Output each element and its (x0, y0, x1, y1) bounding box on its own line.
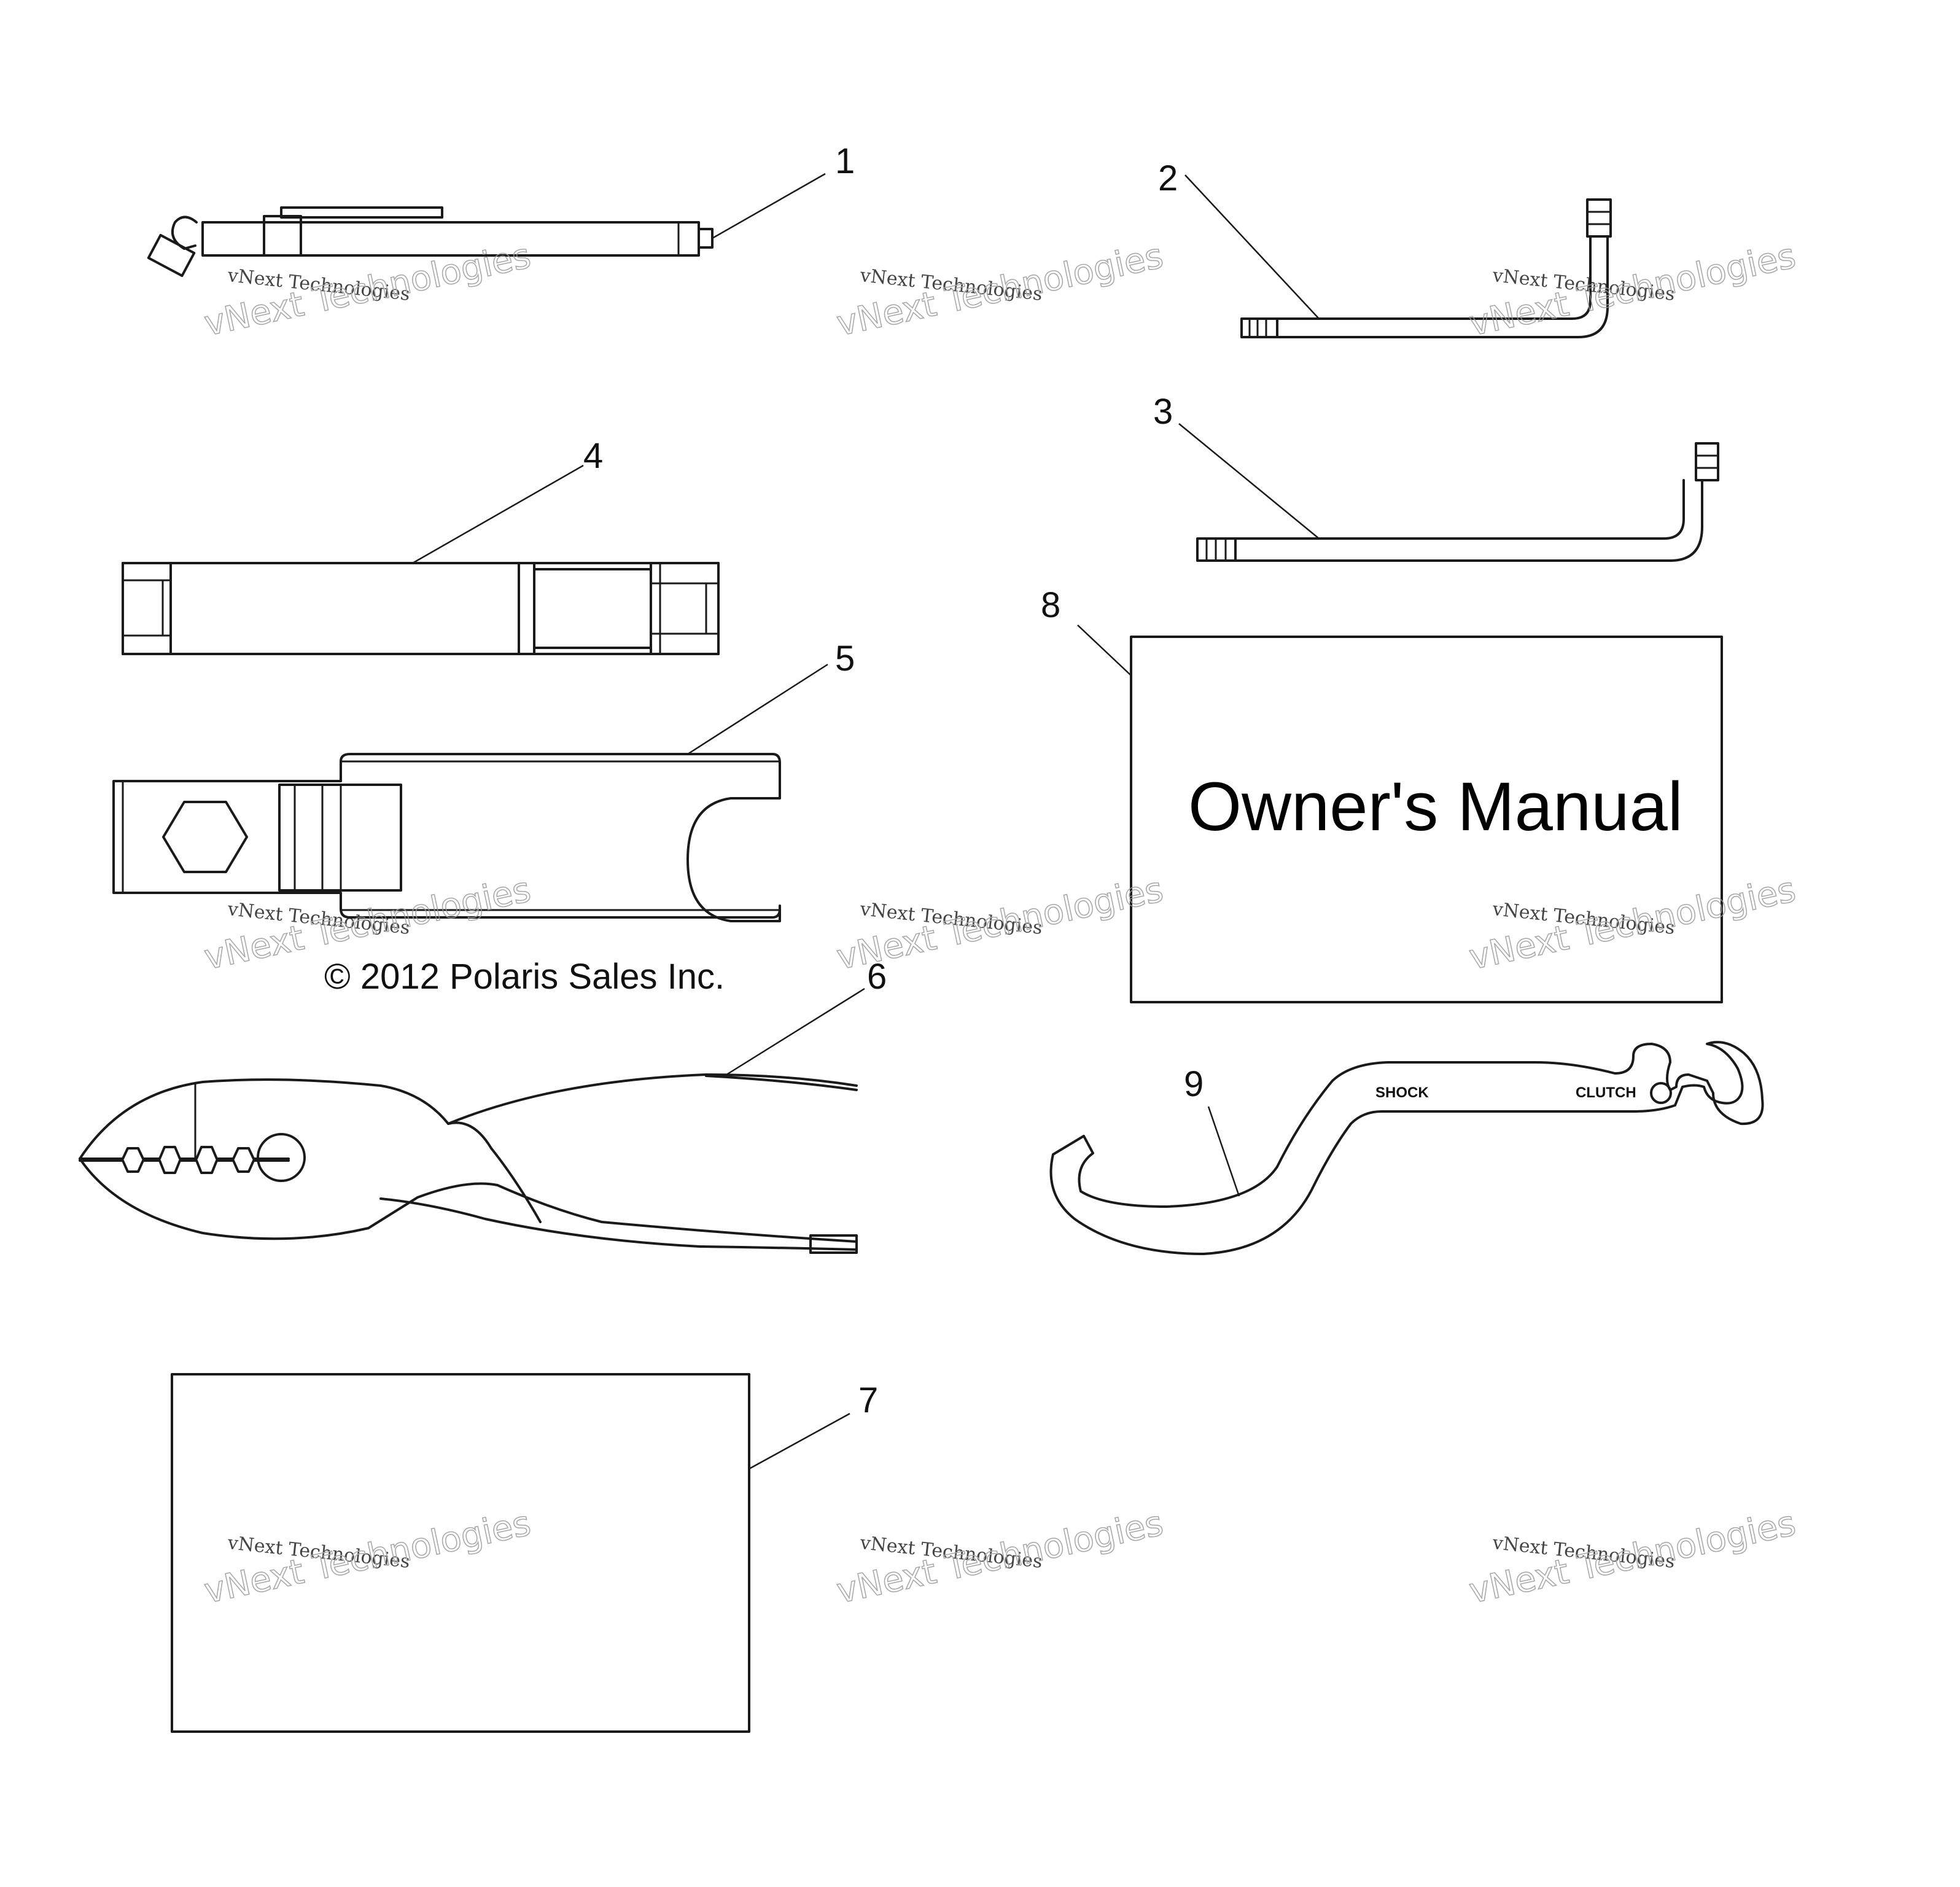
clutch-label: CLUTCH (1576, 1084, 1636, 1101)
copyright-notice: © 2012 Polaris Sales Inc. (324, 957, 725, 997)
part-5-clutch-wrench (112, 753, 781, 922)
leader-1 (712, 173, 826, 239)
leader-7 (749, 1412, 850, 1470)
part-1-pressure-gauge (147, 206, 714, 278)
svg-text:vNext Technologies: vNext Technologies (201, 236, 534, 344)
svg-text:vNext Technologies: vNext Technologies (833, 870, 1167, 978)
callout-4: 4 (583, 436, 603, 476)
part-9-spanner-wrench: SHOCK CLUTCH (1049, 1041, 1764, 1255)
callout-2: 2 (1158, 158, 1178, 198)
callout-7: 7 (858, 1380, 878, 1420)
leader-8 (1077, 624, 1132, 676)
leader-9 (1207, 1106, 1240, 1197)
leader-4 (412, 464, 584, 564)
svg-text:vNext Technologies: vNext Technologies (833, 236, 1167, 344)
callout-1: 1 (835, 141, 855, 181)
callout-3: 3 (1153, 392, 1173, 432)
svg-text:vNext Technologies: vNext Technologies (1466, 870, 1799, 978)
part-3-torx-key (1196, 442, 1719, 562)
part-2-torx-key (1240, 198, 1612, 338)
svg-text:vNext Technologies: vNext Technologies (1466, 1503, 1799, 1611)
leader-5 (687, 663, 828, 755)
leader-6 (724, 987, 865, 1077)
callout-8: 8 (1041, 585, 1060, 625)
part-4-plug-socket (122, 562, 720, 655)
leader-2 (1184, 174, 1320, 319)
callout-6: 6 (867, 957, 887, 997)
callout-5: 5 (835, 639, 855, 679)
part-8-owners-manual: Owner's Manual (1130, 636, 1723, 1003)
part-7-document (171, 1373, 750, 1733)
svg-text:vNext Technologies: vNext Technologies (833, 1503, 1167, 1611)
svg-text:vNext Technologies: vNext Technologies (201, 1503, 534, 1611)
svg-text:vNext Technologies: vNext Technologies (1466, 236, 1799, 344)
part-6-pliers (79, 1073, 858, 1254)
callout-9: 9 (1184, 1064, 1204, 1104)
shock-label: SHOCK (1375, 1084, 1429, 1101)
manual-title: Owner's Manual (1188, 768, 1683, 845)
leader-3 (1178, 423, 1320, 539)
